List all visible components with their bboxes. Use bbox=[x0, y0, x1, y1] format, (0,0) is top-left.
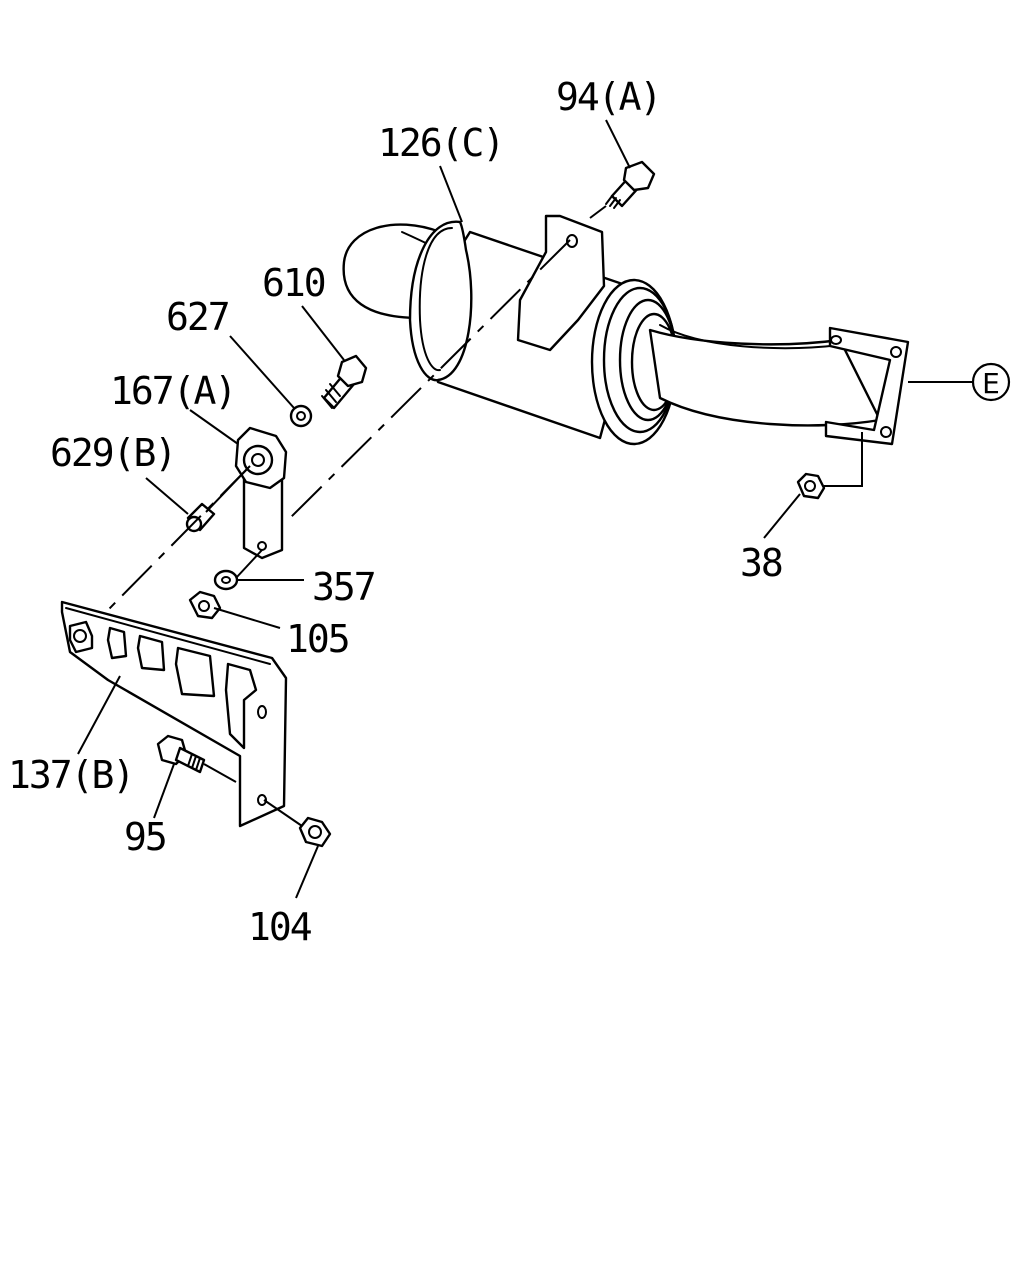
bolt-94a bbox=[605, 160, 656, 209]
callout-357: 357 bbox=[312, 565, 375, 609]
callout-126c: 126(C) bbox=[378, 121, 503, 165]
nut-104 bbox=[298, 816, 332, 848]
reference-circle-e: E bbox=[971, 362, 1011, 402]
bracket-167a bbox=[234, 426, 288, 560]
callout-94a: 94(A) bbox=[556, 75, 660, 119]
callout-95: 95 bbox=[124, 815, 166, 859]
bolt-95 bbox=[156, 734, 206, 774]
alignment-lines bbox=[107, 205, 607, 827]
muffler-assembly bbox=[342, 214, 882, 446]
callout-38: 38 bbox=[740, 541, 782, 585]
callout-629b: 629(B) bbox=[50, 431, 175, 475]
nut-105 bbox=[188, 590, 222, 620]
callout-105: 105 bbox=[286, 617, 349, 661]
callout-167a: 167(A) bbox=[110, 369, 235, 413]
callout-e: E bbox=[982, 367, 1000, 400]
callout-610: 610 bbox=[262, 261, 325, 305]
washer-627 bbox=[289, 404, 313, 428]
callout-137b: 137(B) bbox=[8, 753, 133, 797]
callout-627: 627 bbox=[166, 295, 229, 339]
outlet-flange bbox=[824, 326, 910, 446]
washer-357 bbox=[213, 569, 239, 591]
callout-labels: 94(A) 126(C) 610 627 167(A) 629(B) 357 1… bbox=[8, 75, 784, 949]
leader-lines bbox=[77, 119, 972, 899]
nut-38 bbox=[796, 472, 826, 500]
bolt-610 bbox=[321, 354, 368, 410]
callout-104: 104 bbox=[248, 905, 312, 949]
bracket-137b bbox=[60, 600, 288, 828]
